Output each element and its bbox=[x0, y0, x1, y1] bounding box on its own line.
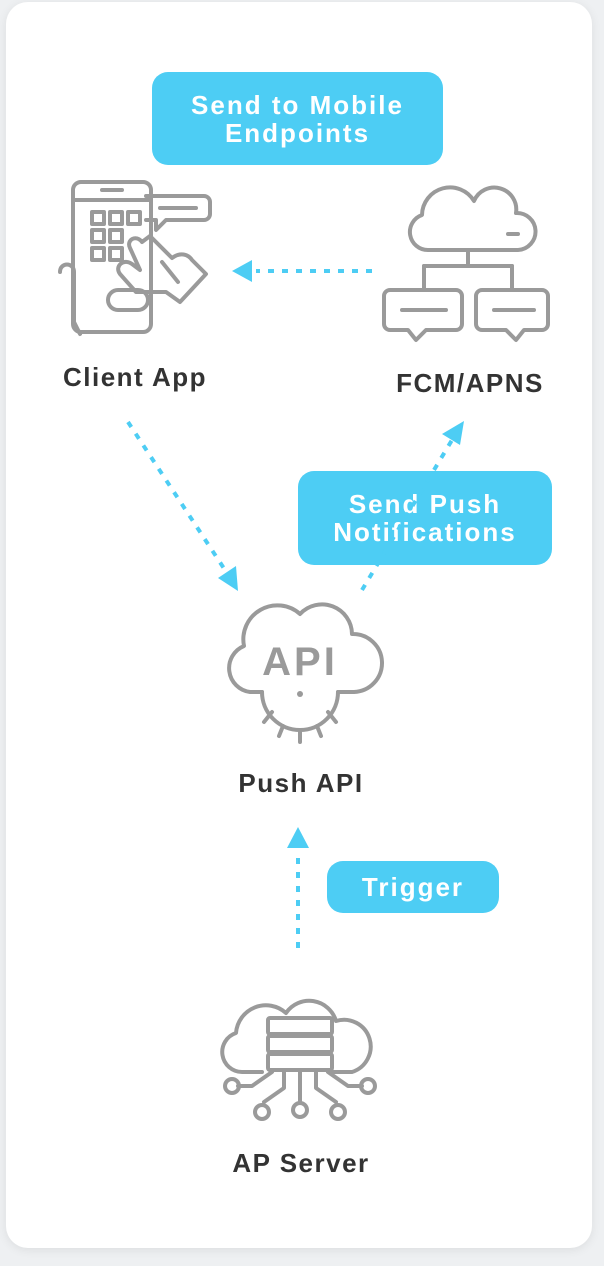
send-push-notifications-label: Send Push Notifications bbox=[298, 471, 552, 565]
api-icon-text: API bbox=[262, 640, 338, 684]
fcm-apns-label: FCM/APNS bbox=[396, 368, 544, 398]
cloud-network-icon bbox=[382, 185, 550, 342]
diagram-card bbox=[6, 2, 592, 1248]
cloud-server-icon bbox=[220, 998, 377, 1121]
api-cloud-gear-icon: API bbox=[227, 602, 384, 744]
phone-touch-icon bbox=[58, 180, 212, 336]
arrow-pushapi-to-fcm bbox=[360, 421, 464, 592]
client-app-label: Client App bbox=[62, 362, 208, 392]
send-to-mobile-endpoints-label: Send to Mobile Endpoints bbox=[152, 72, 443, 165]
ap-server-label: AP Server bbox=[232, 1148, 370, 1178]
arrow-server-to-pushapi bbox=[287, 827, 309, 948]
arrow-client-to-pushapi bbox=[126, 420, 238, 591]
push-api-label: Push API bbox=[238, 768, 364, 798]
arrow-fcm-to-client bbox=[232, 260, 372, 282]
trigger-label: Trigger bbox=[327, 861, 499, 913]
